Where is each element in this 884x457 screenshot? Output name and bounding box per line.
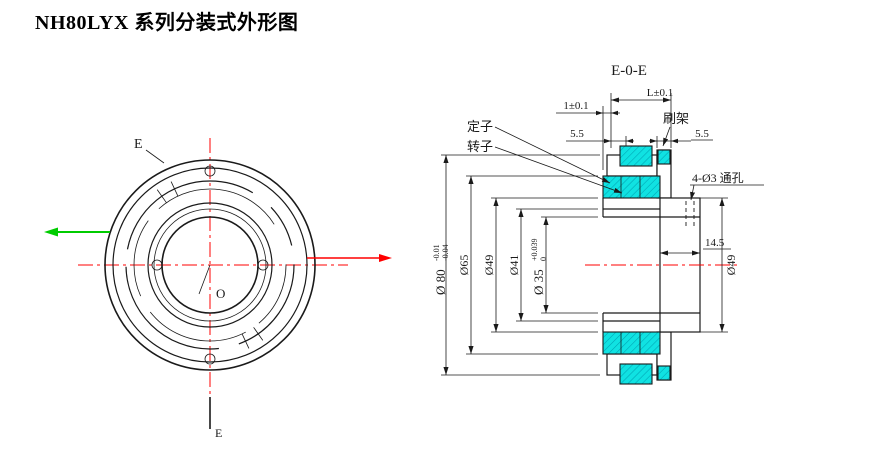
slotted-ring-inner: [133, 188, 287, 342]
dia35-label: Ø 35 +0.039 0: [530, 238, 548, 295]
svg-text:-0.01: -0.01: [432, 244, 441, 261]
svg-text:Ø 35: Ø 35: [531, 269, 546, 295]
dim-arrow: [596, 110, 603, 116]
svg-text:Ø49: Ø49: [482, 255, 496, 276]
dim-label-55-left: 5.5: [570, 128, 584, 140]
dia49-left-label: Ø49: [482, 255, 496, 276]
section-view-title: E-0-E: [611, 63, 647, 79]
slotted-ring-outer: [125, 180, 295, 350]
drawing-title: NH80LYX 系列分装式外形图: [35, 12, 299, 34]
svg-text:Ø65: Ø65: [457, 255, 471, 276]
brush-frame-leader: [662, 126, 671, 147]
slot-tick: [170, 181, 179, 197]
hole-left: [151, 259, 163, 271]
dia80-label: Ø 80 -0.01 -0.04: [432, 244, 450, 295]
dim-arrow: [604, 138, 611, 144]
rotor-label: 转子: [467, 139, 493, 154]
hole-bottom: [204, 353, 216, 365]
svg-text:-0.04: -0.04: [441, 244, 450, 261]
dim-label-145: 14.5: [705, 237, 725, 249]
svg-text:Ø49: Ø49: [724, 255, 738, 276]
svg-text:Ø41: Ø41: [507, 255, 521, 276]
brush-block-bottom: [619, 363, 653, 385]
green-wire-arrowhead: [44, 227, 58, 237]
through-holes-label: 4-Ø3 通孔: [692, 171, 744, 185]
rotor-ring-top: [602, 175, 661, 199]
rotor-ring-bottom: [602, 331, 661, 355]
dim-label-55-right: 5.5: [695, 128, 709, 140]
dim-arrow: [626, 138, 633, 144]
brush-block-top: [619, 145, 653, 167]
rotor-leader: [494, 146, 623, 194]
rotor-circle: [147, 202, 273, 328]
svg-text:Ø 80: Ø 80: [433, 269, 448, 295]
slot-tick: [253, 327, 264, 341]
section-label-e-bottom: E: [215, 426, 222, 440]
outer-flange-circle: [104, 159, 316, 371]
slot-tick: [156, 189, 167, 203]
front-view: E E O: [44, 137, 392, 440]
stator-leader: [494, 126, 611, 184]
hole-right: [257, 259, 269, 271]
dia65-label: Ø65: [457, 255, 471, 276]
brush-frame-label: 刷架: [663, 111, 689, 126]
dia49-right-label: Ø49: [724, 255, 738, 276]
dim-arrow: [611, 110, 618, 116]
brush-contact-top: [657, 149, 671, 165]
svg-text:0: 0: [539, 257, 548, 261]
origin-leader: [198, 264, 211, 295]
rotor-step-circle: [153, 208, 267, 322]
dim-arrow: [650, 138, 657, 144]
origin-label: O: [216, 286, 225, 301]
dim-arrow: [671, 138, 678, 144]
section-label-e-top: E: [134, 137, 143, 152]
svg-text:+0.039: +0.039: [530, 238, 539, 261]
slot-tick: [241, 333, 250, 349]
section-view: E-0-E: [432, 63, 764, 385]
dia41-label: Ø41: [507, 255, 521, 276]
stator-label: 定子: [467, 119, 493, 134]
dim-label-L: L±0.1: [647, 87, 674, 99]
section-label-leader: [145, 149, 165, 164]
red-wire-arrowhead: [379, 254, 392, 262]
hole-top: [204, 165, 216, 177]
brush-contact-bottom: [657, 365, 671, 381]
through-holes-leader: [690, 184, 696, 201]
outer-ring-circle: [112, 167, 308, 363]
dim-label-1: 1±0.1: [563, 100, 588, 112]
